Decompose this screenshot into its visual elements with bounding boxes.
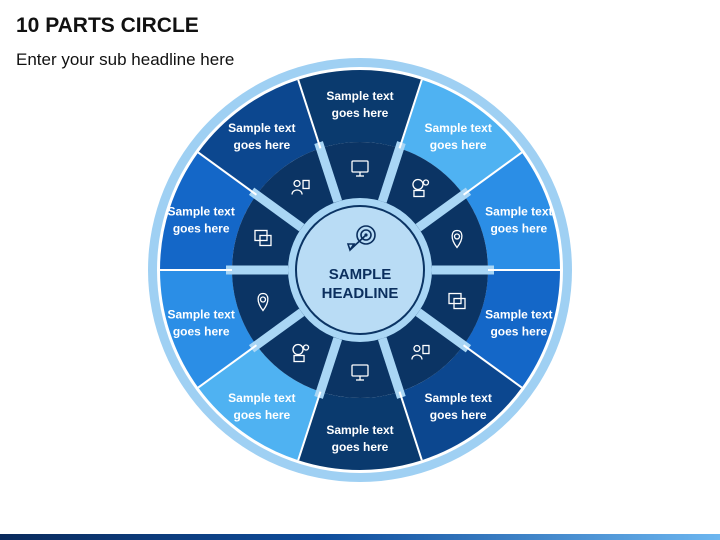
segment-3-label-line1: Sample text xyxy=(485,204,552,218)
segment-5 xyxy=(399,345,522,461)
icons-layer xyxy=(254,160,466,381)
gift-idea-icon xyxy=(412,178,430,198)
separator-3 xyxy=(415,187,472,232)
monitor-cart-icon xyxy=(351,160,369,177)
calendar-icon xyxy=(254,229,272,247)
segment-divider-10 xyxy=(197,151,258,196)
segment-2-label-line1: Sample text xyxy=(424,121,491,135)
page-subtitle: Enter your sub headline here xyxy=(16,50,235,69)
separator-10 xyxy=(248,187,305,232)
segment-7 xyxy=(198,345,321,461)
segment-3 xyxy=(463,152,560,270)
segment-divider-7 xyxy=(297,391,322,461)
center-circle xyxy=(295,205,425,335)
segment-divider-5 xyxy=(462,344,523,389)
segment-9-label-line2: goes here xyxy=(173,221,230,235)
segment-10-label-line1: Sample text xyxy=(228,121,295,135)
center-hub: SAMPLE HEADLINE xyxy=(288,198,432,342)
network-people-icon xyxy=(351,364,369,381)
segment-7-label-line2: goes here xyxy=(233,408,290,422)
segment-4-label-line2: goes here xyxy=(490,325,547,339)
checklist-gear-icon xyxy=(257,292,269,312)
segment-divider-1 xyxy=(297,79,322,149)
center-headline-line1: SAMPLE xyxy=(329,266,392,283)
segment-divider-8 xyxy=(197,344,258,389)
segment-4 xyxy=(463,270,560,388)
tools-icon xyxy=(411,344,430,360)
separator-1 xyxy=(314,141,343,203)
segment-5-label-line2: goes here xyxy=(430,408,487,422)
segment-5-label-line1: Sample text xyxy=(424,391,491,405)
page-title: 10 PARTS CIRCLE xyxy=(16,14,199,37)
center-headline-line2: HEADLINE xyxy=(322,285,399,302)
segment-8-label-line1: Sample text xyxy=(167,308,234,322)
separator-6 xyxy=(377,337,406,399)
person-chart-icon xyxy=(291,179,310,195)
segment-1-label-line1: Sample text xyxy=(326,89,393,103)
separator-5 xyxy=(415,308,472,353)
segment-7-label-line1: Sample text xyxy=(228,391,295,405)
segment-6-label-line1: Sample text xyxy=(326,423,393,437)
segment-6 xyxy=(298,391,422,470)
separator-7 xyxy=(314,337,343,399)
segment-8 xyxy=(160,270,257,388)
location-pin-icon xyxy=(451,229,463,249)
segment-1-label-line2: goes here xyxy=(332,106,389,120)
segment-4-label-line1: Sample text xyxy=(485,308,552,322)
separators-layer xyxy=(160,79,560,461)
segment-3-label-line2: goes here xyxy=(490,221,547,235)
segment-divider-6 xyxy=(398,391,423,461)
segment-10-label-line2: goes here xyxy=(233,138,290,152)
segment-divider-2 xyxy=(398,79,423,149)
bottom-accent-bar xyxy=(0,534,720,540)
team-board-icon xyxy=(292,343,310,363)
segment-9-label-line1: Sample text xyxy=(167,204,234,218)
segment-1 xyxy=(298,70,422,149)
segment-divider-3 xyxy=(462,151,523,196)
rocket-target-icon xyxy=(346,225,376,252)
segment-2 xyxy=(399,79,522,195)
segment-9 xyxy=(160,152,257,270)
segment-6-label-line2: goes here xyxy=(332,440,389,454)
devices-icon xyxy=(448,292,466,310)
segment-8-label-line2: goes here xyxy=(173,325,230,339)
segment-10 xyxy=(198,79,321,195)
separator-8 xyxy=(248,308,305,353)
segment-2-label-line2: goes here xyxy=(430,138,487,152)
separator-2 xyxy=(377,141,406,203)
